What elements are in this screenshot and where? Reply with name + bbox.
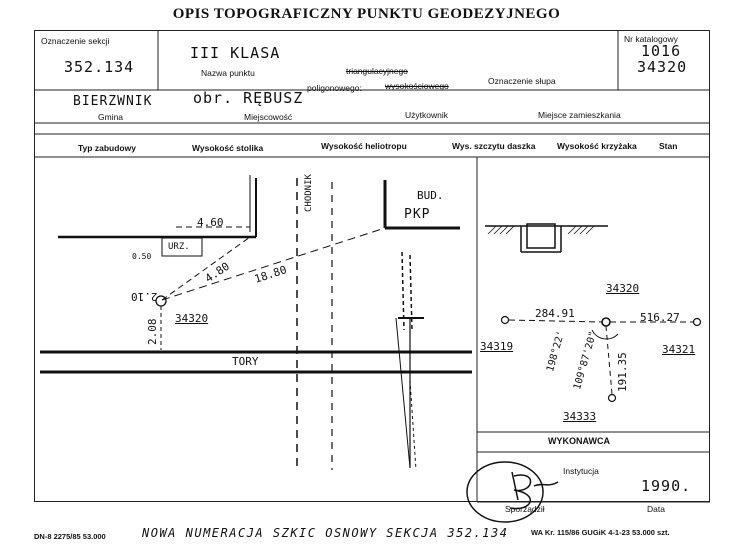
gmina-value: BIERZWNIK: [73, 94, 153, 109]
pillar-label: Oznaczenie słupa: [488, 76, 556, 86]
point-name-label: Nazwa punktu: [201, 68, 255, 78]
user-label: Użytkownik: [405, 110, 448, 120]
dimension-460: 4.60: [197, 216, 224, 229]
network-right-point: 34321: [662, 343, 696, 356]
residence-label: Miejsce zamieszkania: [538, 110, 621, 120]
building-pkp-label: PKP: [404, 207, 431, 222]
tracks-label: TORY: [232, 355, 259, 368]
network-left-point: 34319: [480, 340, 514, 353]
cross-height-label: Wysokość krzyżaka: [557, 141, 637, 151]
state-label: Stan: [659, 141, 678, 151]
triangulation-label: triangulacyjnego: [346, 66, 408, 76]
dimension-208: 2.08: [146, 318, 159, 346]
section-value: 352.134: [64, 58, 135, 76]
dimension-050: 0.50: [132, 252, 152, 261]
catalog-label: Nr katalogowy: [624, 34, 678, 44]
building-label: BUD.: [417, 189, 444, 202]
catalog-value-1: 1016: [641, 42, 682, 60]
table-height-label: Wysokość stolika: [192, 143, 264, 153]
sidewalk-label: CHODNIK: [304, 174, 314, 212]
locality-value: obr. RĘBUSZ: [193, 89, 304, 107]
locality-label: Miejscowość: [244, 112, 293, 122]
distance-bottom: 191.35: [616, 352, 629, 392]
device-label: URZ.: [168, 242, 190, 252]
build-type-label: Typ zabudowy: [78, 143, 136, 153]
distance-right: 516.27: [640, 311, 680, 324]
catalog-value-2: 34320: [637, 58, 688, 76]
roof-height-label: Wys. szczytu daszka: [452, 141, 536, 151]
form-frame: [34, 30, 710, 502]
page-title: OPIS TOPOGRAFICZNY PUNKTU GEODEZYJNEGO: [172, 6, 561, 22]
contractor-label: WYKONAWCA: [548, 436, 610, 446]
point-number: 34320: [175, 312, 209, 325]
network-bottom-point: 34333: [563, 410, 597, 423]
point-name-value: III KLASA: [190, 44, 281, 62]
heliotrope-height-label: Wysokość heliotropu: [321, 141, 407, 151]
dimension-210: 2.10: [131, 290, 158, 303]
form-code: DN-8 2275/85 53.000: [34, 532, 106, 541]
date-label: Data: [647, 504, 665, 514]
institution-label: Instytucja: [563, 466, 599, 476]
height-struck-label: wysokościowego: [385, 81, 449, 91]
date-value: 1990.: [641, 477, 692, 495]
footer-note: NOWA NUMERACJA SZKIC OSNOWY SEKCJA 352.1…: [142, 526, 509, 540]
network-center-point: 34320: [606, 282, 640, 295]
prepared-by-label: Sporządził: [505, 504, 545, 514]
polygon-label: poligonowego:: [307, 83, 362, 93]
gmina-label: Gmina: [98, 112, 124, 122]
section-label: Oznaczenie sekcji: [41, 36, 110, 46]
print-code: WA Kr. 115/86 GUGiK 4-1-23 53.000 szt.: [531, 528, 670, 537]
distance-left: 284.91: [535, 307, 575, 320]
